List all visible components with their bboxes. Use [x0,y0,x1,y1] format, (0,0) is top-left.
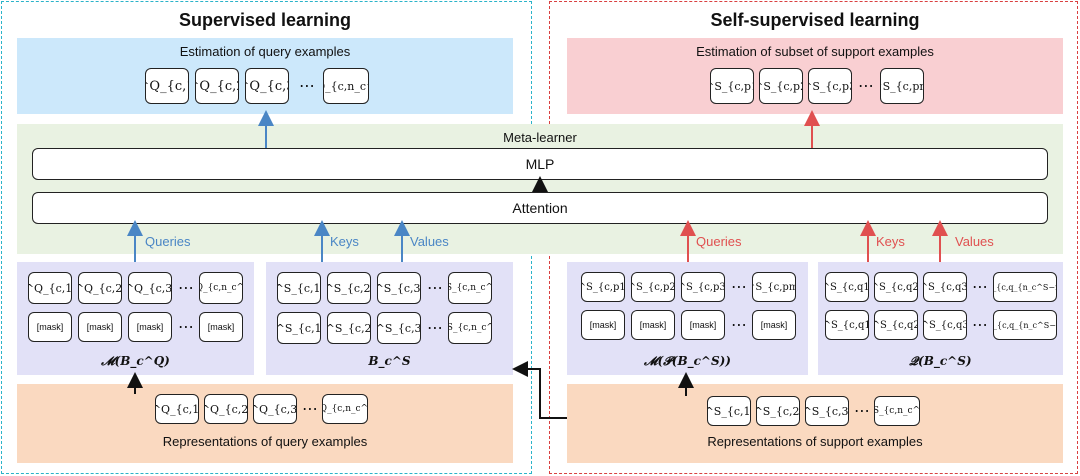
token-rep-support-n: f^S_{c,n_c^S} [874,396,920,426]
dots: ⋯ [178,280,194,297]
token-fs-1: f^S_{c,1} [277,272,321,304]
dots: ⋯ [731,279,747,296]
supervised-title: Supervised learning [178,10,352,30]
meta-learner-caption: Meta-learner [503,130,577,145]
token-est-support-1: ŷ^S_{c,p1} [710,68,754,104]
token-fsp-2: f^S_{c,p2} [631,272,675,302]
mask-token: [mask] [752,310,796,340]
token-est-query-2: ŷ^Q_{c,2} [195,68,239,104]
mask-token: [mask] [78,312,122,342]
support-estimation-caption: Estimation of subset of support examples [696,44,934,59]
dots: ⋯ [972,317,988,334]
token-est-support-2: ŷ^S_{c,p2} [759,68,803,104]
token-fsq-3: f^S_{c,q3} [923,272,967,302]
token-est-support-3: ŷ^S_{c,p3} [808,68,852,104]
token-rep-query-n: f^Q_{c,n_c^Q} [322,394,368,424]
token-fq-3: f^Q_{c,3} [128,272,172,304]
attention-block: Attention [32,192,1048,224]
values-label: Values [955,234,994,249]
mask-token: [mask] [128,312,172,342]
dots: ⋯ [427,320,443,337]
token-ys-2: y^S_{c,2} [327,312,371,344]
token-fsq-2: f^S_{c,q2} [874,272,918,302]
dots: ⋯ [302,401,318,418]
dots: ⋯ [731,317,747,334]
token-rep-query-3: f^Q_{c,3} [253,394,297,424]
dots: ⋯ [972,279,988,296]
token-fs-n: f^S_{c,n_c^S} [448,272,492,304]
mask-token: [mask] [681,310,725,340]
token-fsp-3: f^S_{c,p3} [681,272,725,302]
mlp-block: MLP [32,148,1048,180]
token-fsp-m: f^S_{c,pm} [752,272,796,302]
query-subset-caption: 𝓠(B_c^S) [909,354,972,368]
dots: ⋯ [858,78,874,95]
support-batch-caption: B_c^S [368,354,411,368]
mask-token: [mask] [199,312,243,342]
token-fsq-n: f^S_{c,q_{n_c^S−m}} [993,272,1057,302]
blue-arrows [127,110,410,262]
mask-token: [mask] [28,312,72,342]
red-arrows [680,110,948,262]
token-est-support-m: ŷ^S_{c,pm} [880,68,924,104]
masked-query-caption: 𝓜(B_c^Q) [101,354,170,368]
token-rep-support-1: f^S_{c,1} [707,396,751,426]
token-fs-3: f^S_{c,3} [377,272,421,304]
masked-subset-caption: 𝓜(𝓟(B_c^S)) [644,354,731,368]
support-representations-caption: Representations of support examples [707,434,923,449]
dots: ⋯ [854,403,870,420]
dots: ⋯ [299,78,315,95]
token-fs-2: f^S_{c,2} [327,272,371,304]
query-representations-caption: Representations of query examples [162,434,368,449]
token-ys-3: y^S_{c,3} [377,312,421,344]
token-ys-n: y^S_{c,n_c^S} [448,312,492,344]
token-fq-2: f^Q_{c,2} [78,272,122,304]
query-estimation-caption: Estimation of query examples [179,44,351,59]
token-est-query-3: ŷ^Q_{c,3} [245,68,289,104]
token-fq-1: f^Q_{c,1} [28,272,72,304]
queries-label: Queries [696,234,742,249]
token-fsq-1: f^S_{c,q1} [825,272,869,302]
keys-label: Keys [876,234,905,249]
token-rep-query-2: f^Q_{c,2} [204,394,248,424]
token-ys-1: y^S_{c,1} [277,312,321,344]
keys-label: Keys [330,234,359,249]
token-ysq-3: y^S_{c,q3} [923,310,967,340]
mask-token: [mask] [581,310,625,340]
token-rep-support-2: f^S_{c,2} [756,396,800,426]
token-est-query-n: ŷ^Q_{c,n_c^Q} [323,68,369,104]
mask-token: [mask] [631,310,675,340]
token-ysq-1: y^S_{c,q1} [825,310,869,340]
dots: ⋯ [178,319,194,336]
token-ysq-2: y^S_{c,q2} [874,310,918,340]
token-fq-n: f^Q_{c,n_c^Q} [199,272,243,304]
black-arrows [127,176,694,419]
token-rep-support-3: f^S_{c,3} [805,396,849,426]
token-est-query-1: ŷ^Q_{c,1} [145,68,189,104]
self-supervised-title: Self-supervised learning [710,10,920,30]
dots: ⋯ [427,280,443,297]
token-rep-query-1: f^Q_{c,1} [155,394,199,424]
token-fsp-1: f^S_{c,p1} [581,272,625,302]
token-ysq-n: y^S_{c,q_{n_c^S−m}} [993,310,1057,340]
queries-label: Queries [145,234,191,249]
values-label: Values [410,234,449,249]
